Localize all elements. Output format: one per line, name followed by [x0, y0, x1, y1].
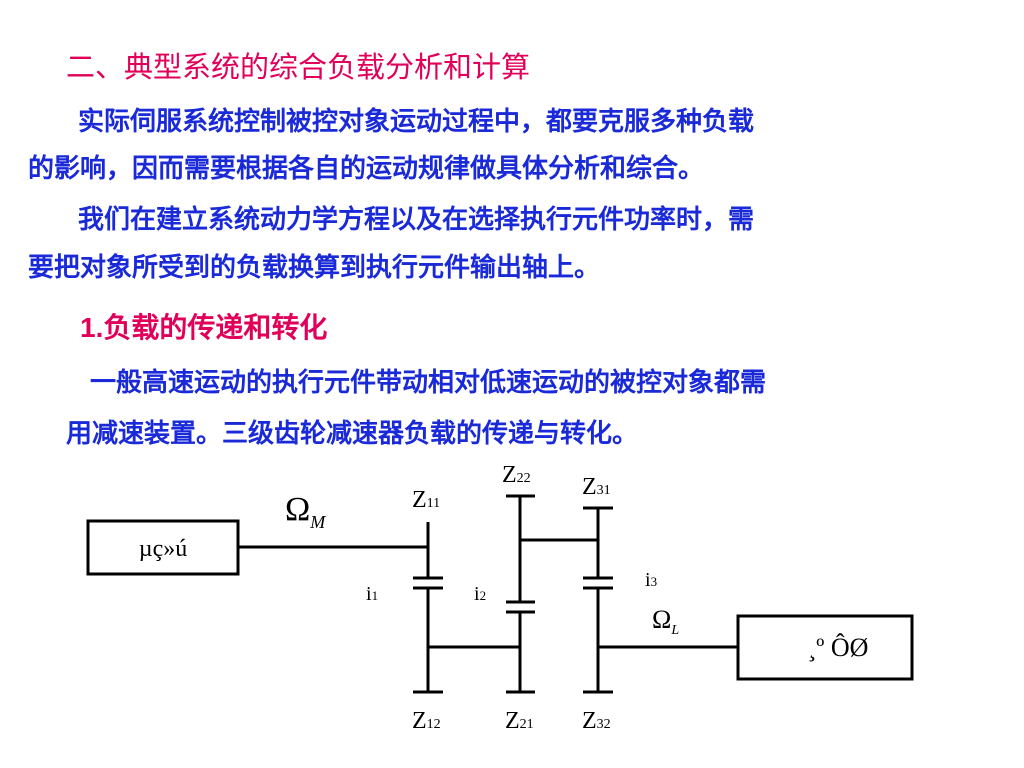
ratio-i2-label: i2	[474, 583, 486, 605]
load-box-label: ¸º ÔØ	[808, 633, 869, 662]
ratio-i3-label: i3	[645, 569, 657, 591]
paragraph-line-1: 实际伺服系统控制被控对象运动过程中，都要克服多种负载	[78, 107, 755, 137]
gear-z31-label: Z31	[582, 474, 611, 500]
gear-z32-label: Z32	[582, 708, 611, 734]
paragraph2-line-1: 一般高速运动的执行元件带动相对低速运动的被控对象都需	[90, 368, 767, 398]
gear-z11-label: Z11	[412, 487, 440, 513]
omega-m-label: ΩM	[285, 491, 326, 532]
paragraph2-line-2: 用减速装置。三级齿轮减速器负载的传递与转化。	[66, 419, 639, 449]
paragraph-line-2: 的影响，因而需要根据各自的运动规律做具体分析和综合。	[28, 154, 705, 184]
paragraph-line-3: 我们在建立系统动力学方程以及在选择执行元件功率时，需	[78, 205, 755, 235]
omega-l-sub: L	[670, 623, 679, 638]
gear-z22-label: Z22	[502, 462, 531, 488]
omega-m-symbol: Ω	[285, 491, 310, 528]
subsection-heading: 1.负载的传递和转化	[80, 306, 327, 346]
omega-m-sub: M	[309, 512, 326, 532]
subsection-number: 1.	[80, 312, 104, 343]
ratio-i1-label: i1	[366, 583, 378, 605]
section-heading: 二、典型系统的综合负载分析和计算	[66, 50, 531, 84]
omega-l-symbol: Ω	[652, 605, 671, 634]
subsection-title: 负载的传递和转化	[103, 311, 328, 344]
gear-z21-label: Z21	[505, 708, 534, 734]
gear-z12-label: Z12	[412, 708, 441, 734]
omega-l-label: ΩL	[652, 605, 679, 638]
motor-box-label: µç»ú	[139, 536, 187, 562]
paragraph-line-4: 要把对象所受到的负载换算到执行元件输出轴上。	[28, 253, 601, 283]
